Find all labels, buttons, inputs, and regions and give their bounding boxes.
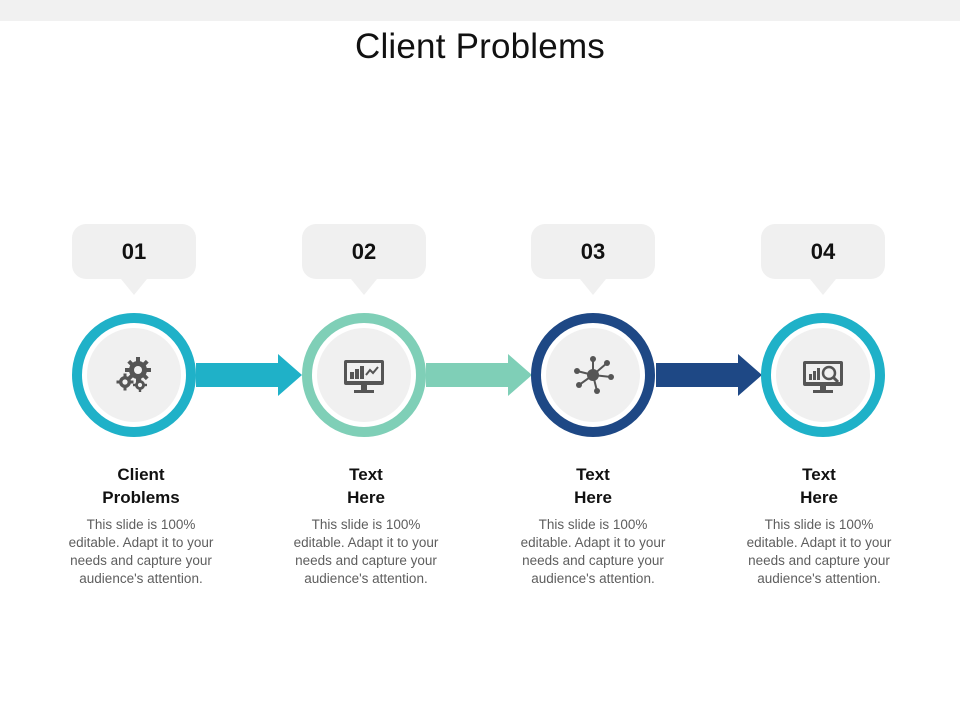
connector-arrow-2 bbox=[426, 354, 532, 396]
step-ring-3 bbox=[531, 313, 655, 437]
top-band bbox=[0, 0, 960, 21]
slide-title: Client Problems bbox=[354, 27, 606, 66]
step-description-3: This slide is 100% editable. Adapt it to… bbox=[520, 517, 666, 586]
step-icon-circle-1 bbox=[87, 328, 181, 422]
step-title-1: Client Problems bbox=[102, 465, 180, 507]
step-number-bubble-2: 02 bbox=[302, 224, 426, 295]
step-title-3: Text Here bbox=[574, 465, 612, 507]
monitor-chart-icon bbox=[344, 360, 384, 393]
step-ring-1 bbox=[72, 313, 196, 437]
step-number-bubble-4: 04 bbox=[761, 224, 885, 295]
step-icon-circle-4 bbox=[776, 328, 870, 422]
step-number-bubble-3: 03 bbox=[531, 224, 655, 295]
step-ring-2 bbox=[302, 313, 426, 437]
analytics-search-icon bbox=[803, 361, 843, 393]
step-icon-circle-2 bbox=[317, 328, 411, 422]
connector-arrow-3 bbox=[656, 354, 762, 396]
step-number-bubble-1: 01 bbox=[72, 224, 196, 295]
connector-arrow-1 bbox=[196, 354, 302, 396]
gears-icon bbox=[116, 357, 151, 392]
step-description-4: This slide is 100% editable. Adapt it to… bbox=[746, 517, 892, 586]
network-hub-icon bbox=[574, 356, 614, 394]
step-title-2: Text Here bbox=[347, 465, 385, 507]
step-icon-circle-3 bbox=[546, 328, 640, 422]
step-title-4: Text Here bbox=[800, 465, 838, 507]
step-ring-4 bbox=[761, 313, 885, 437]
step-description-1: This slide is 100% editable. Adapt it to… bbox=[68, 517, 214, 586]
step-description-2: This slide is 100% editable. Adapt it to… bbox=[293, 517, 439, 586]
